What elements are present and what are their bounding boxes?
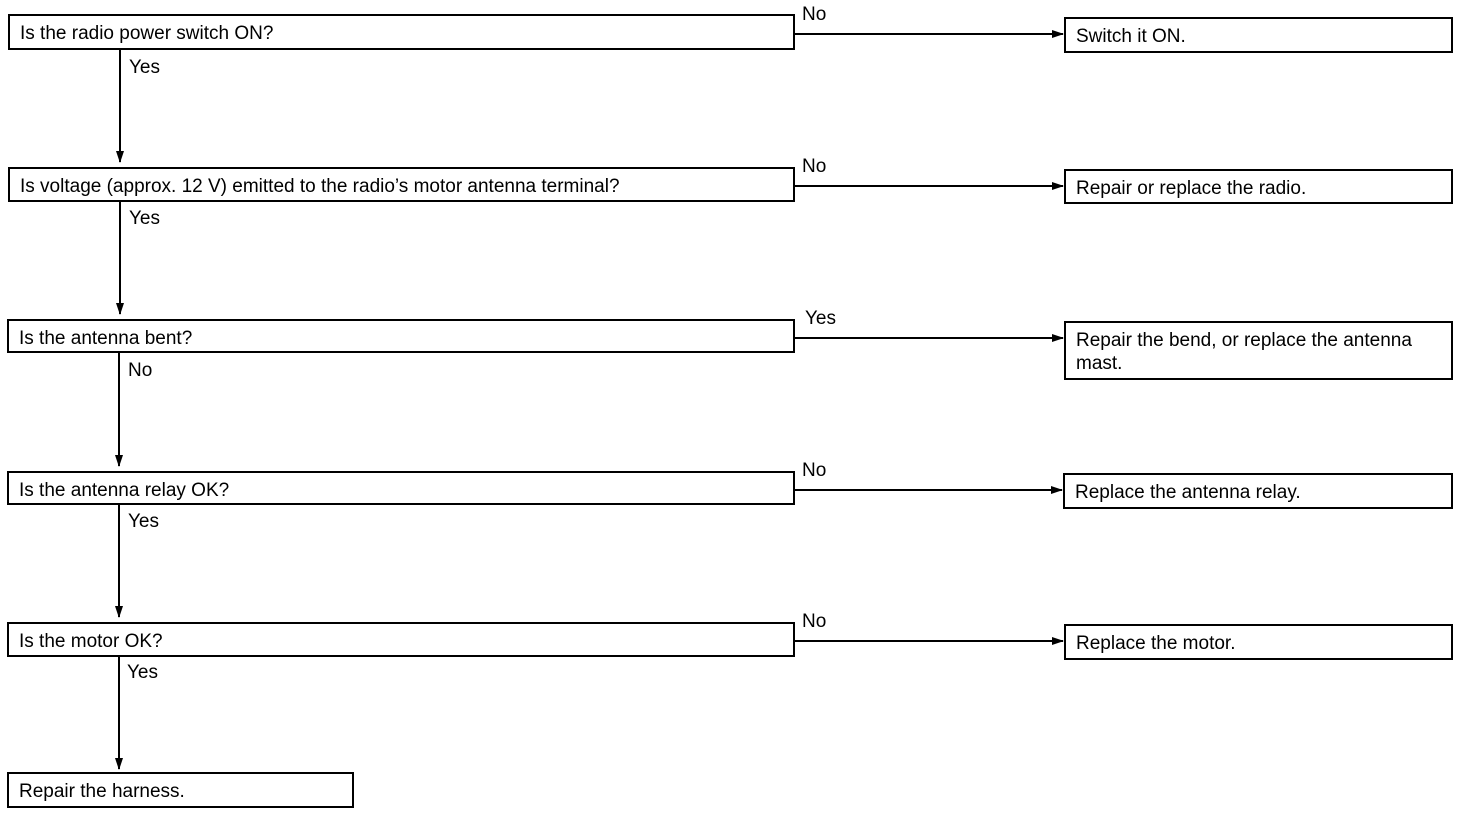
question-box-2: Is voltage (approx. 12 V) emitted to the… bbox=[8, 167, 795, 202]
action-box-4: Replace the antenna relay. bbox=[1063, 473, 1453, 509]
right-label-5: No bbox=[802, 611, 827, 632]
down-label-1: Yes bbox=[129, 57, 160, 78]
question-text: Is voltage (approx. 12 V) emitted to the… bbox=[20, 176, 620, 197]
question-box-1: Is the radio power switch ON? bbox=[8, 14, 795, 50]
down-label-3: No bbox=[128, 360, 153, 381]
down-label-4: Yes bbox=[128, 511, 159, 532]
final-action-text: Repair the harness. bbox=[19, 781, 185, 802]
action-text: Switch it ON. bbox=[1076, 26, 1186, 47]
action-text: Replace the antenna relay. bbox=[1075, 482, 1301, 503]
action-text: Repair the bend, or replace the antenna … bbox=[1076, 330, 1412, 374]
right-label-1: No bbox=[802, 4, 827, 25]
action-box-2: Repair or replace the radio. bbox=[1064, 169, 1453, 204]
action-box-3: Repair the bend, or replace the antenna … bbox=[1064, 321, 1453, 380]
action-text: Replace the motor. bbox=[1076, 633, 1236, 654]
question-text: Is the antenna bent? bbox=[19, 328, 193, 349]
action-text: Repair or replace the radio. bbox=[1076, 178, 1307, 199]
question-text: Is the motor OK? bbox=[19, 631, 163, 652]
question-box-4: Is the antenna relay OK? bbox=[7, 471, 795, 505]
action-box-5: Replace the motor. bbox=[1064, 624, 1453, 660]
question-box-5: Is the motor OK? bbox=[7, 622, 795, 657]
question-text: Is the radio power switch ON? bbox=[20, 23, 274, 44]
down-label-2: Yes bbox=[129, 208, 160, 229]
right-label-2: No bbox=[802, 156, 827, 177]
final-action-box: Repair the harness. bbox=[7, 772, 354, 808]
right-label-3: Yes bbox=[805, 308, 836, 329]
question-text: Is the antenna relay OK? bbox=[19, 480, 230, 501]
right-label-4: No bbox=[802, 460, 827, 481]
question-box-3: Is the antenna bent? bbox=[7, 319, 795, 353]
action-box-1: Switch it ON. bbox=[1064, 17, 1453, 53]
down-label-5: Yes bbox=[127, 662, 158, 683]
